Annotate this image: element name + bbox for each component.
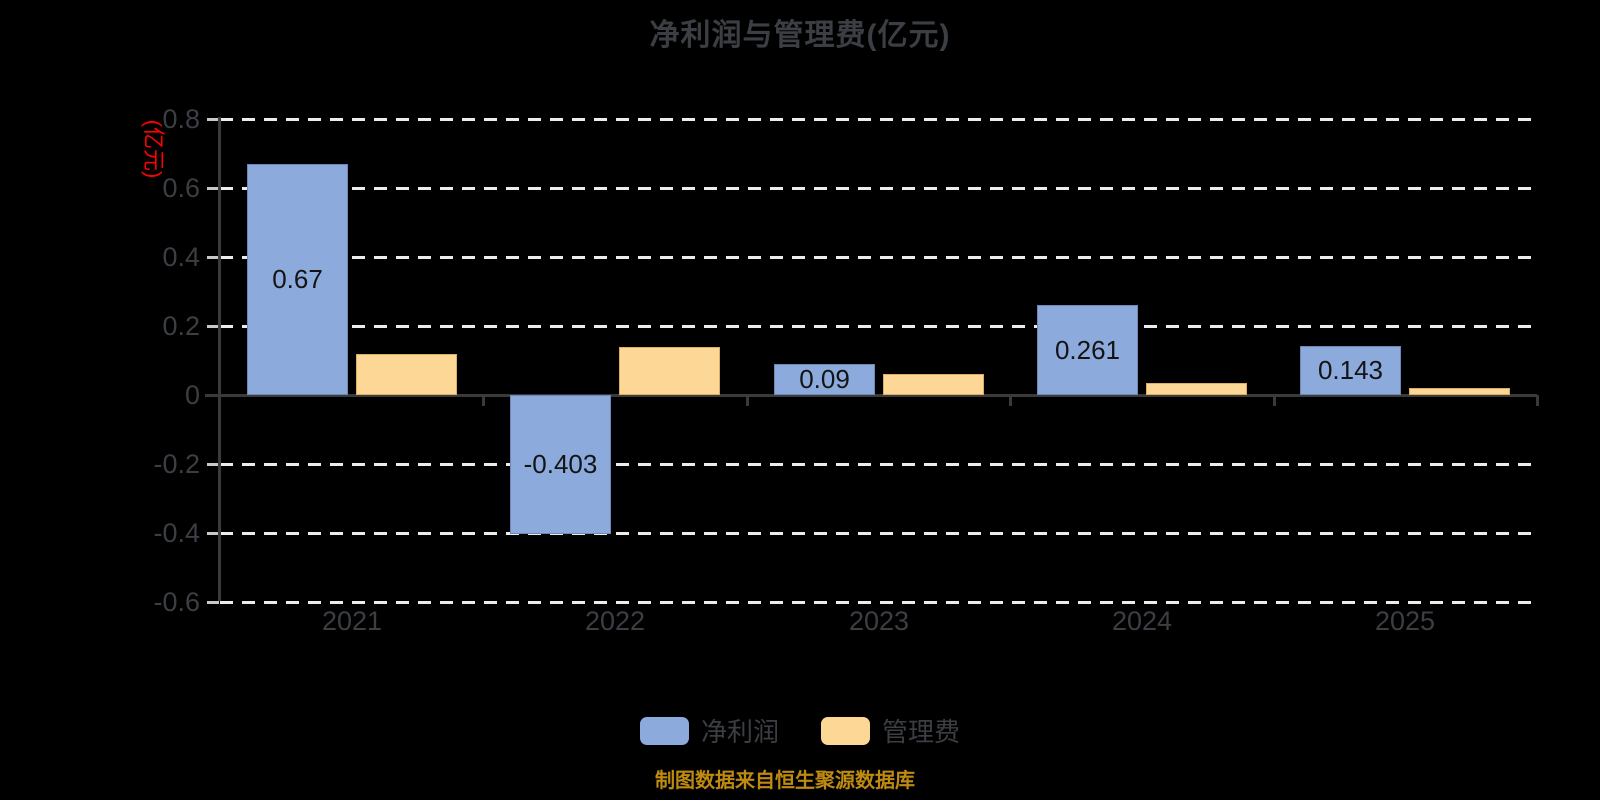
gridline-0.8 <box>220 118 1537 121</box>
gridline--0.4 <box>220 532 1537 535</box>
y-tick-mark-0.6 <box>207 187 219 190</box>
mgmt-fee-bar-2024[interactable] <box>1146 383 1247 395</box>
y-tick-mark-0.8 <box>207 118 219 121</box>
gridline--0.6 <box>220 601 1537 604</box>
y-tick-mark-0.4 <box>207 256 219 259</box>
mgmt-fee-bar-2025[interactable] <box>1409 388 1510 395</box>
net-profit-bar-label-2025: 0.143 <box>1317 355 1384 385</box>
y-axis-line <box>218 117 221 601</box>
source-note: 制图数据来自恒生聚源数据库 <box>655 770 915 792</box>
y-tick-label-0.6: 0.6 <box>162 173 200 203</box>
gridline-0.2 <box>220 325 1537 328</box>
y-tick-mark-0.2 <box>207 325 219 328</box>
y-tick-label-0: 0 <box>184 380 200 410</box>
net-profit-swatch-icon <box>639 716 689 745</box>
x-category-label-2023: 2023 <box>848 606 910 636</box>
y-tick-label--0.2: -0.2 <box>153 449 200 479</box>
net-profit-bar-2021[interactable] <box>247 164 348 395</box>
y-tick-label--0.6: -0.6 <box>153 587 200 617</box>
x-axis-tick-1 <box>482 395 485 406</box>
legend-label-mgmt-fee: 管理费 <box>882 717 961 747</box>
x-axis-tick-2 <box>746 395 749 406</box>
net-profit-bar-2022[interactable] <box>510 395 611 534</box>
net-profit-bar-label-2023: 0.09 <box>799 364 850 394</box>
y-tick-label--0.4: -0.4 <box>153 518 200 548</box>
legend-item-net-profit[interactable]: 净利润 <box>639 712 779 749</box>
net-profit-bar-label-2024: 0.261 <box>1054 334 1121 365</box>
net-profit-bar-label-2022: -0.403 <box>523 449 598 479</box>
mgmt-fee-bar-2021[interactable] <box>356 354 457 395</box>
mgmt-fee-bar-2022[interactable] <box>619 347 720 395</box>
y-tick-mark--0.4 <box>207 532 219 535</box>
x-axis-tick-3 <box>1009 395 1012 406</box>
chart-title: 净利润与管理费(亿元) <box>649 19 951 52</box>
legend: 净利润 管理费 <box>0 712 1600 749</box>
x-category-label-2021: 2021 <box>321 606 383 636</box>
legend-label-net-profit: 净利润 <box>700 717 779 747</box>
x-category-label-2025: 2025 <box>1374 606 1436 636</box>
legend-item-mgmt-fee[interactable]: 管理费 <box>821 712 960 749</box>
x-category-label-2024: 2024 <box>1111 606 1173 636</box>
gridline-0.6 <box>220 187 1537 190</box>
y-tick-label-0.8: 0.8 <box>162 104 200 134</box>
gridline--0.2 <box>220 463 1537 466</box>
net-profit-bar-label-2021: 0.67 <box>272 264 323 294</box>
x-axis-tick-4 <box>1273 395 1276 406</box>
gridline-0.4 <box>220 256 1537 259</box>
mgmt-fee-bar-2023[interactable] <box>883 374 984 395</box>
x-axis-zero-line <box>205 394 1537 397</box>
x-axis-tick-5 <box>1536 395 1539 406</box>
y-tick-label-0.4: 0.4 <box>162 242 200 272</box>
y-tick-label-0.2: 0.2 <box>162 311 200 341</box>
y-tick-mark--0.2 <box>207 463 219 466</box>
mgmt-fee-swatch-icon <box>821 716 870 745</box>
y-tick-mark--0.6 <box>207 601 219 604</box>
x-category-label-2022: 2022 <box>584 606 646 636</box>
net-profit-bar-2023[interactable] <box>774 364 875 395</box>
y-axis-unit-label: (亿元) <box>141 119 166 179</box>
net-profit-bar-2025[interactable] <box>1300 346 1401 395</box>
net-profit-bar-2024[interactable] <box>1037 305 1138 395</box>
